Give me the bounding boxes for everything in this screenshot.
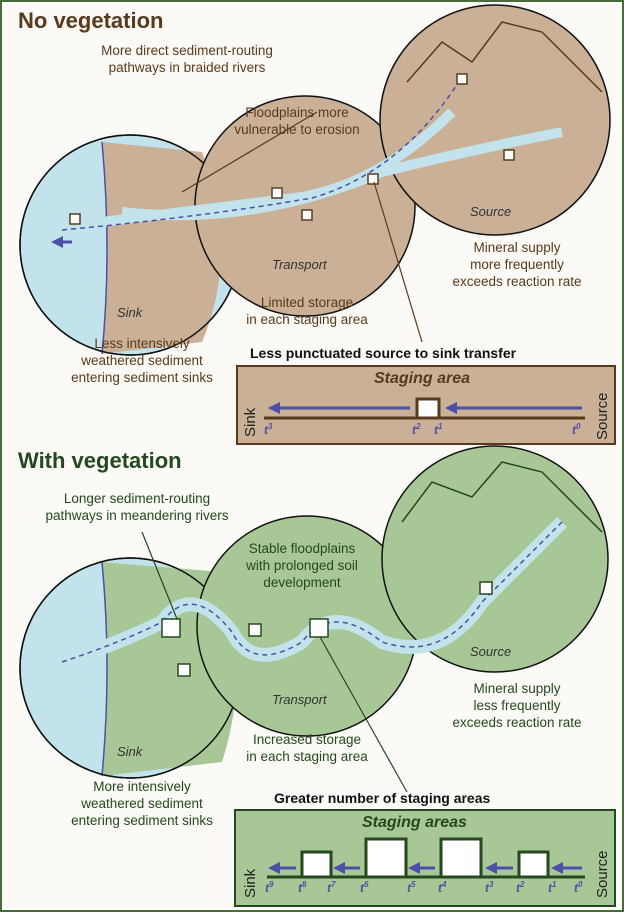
top-time-label: t0	[572, 422, 581, 437]
top-storage-label: Limited storage in each staging area	[246, 295, 368, 327]
bottom-staging-squares	[161, 581, 493, 677]
top-source-circle	[379, 4, 611, 236]
bottom-source-circle	[381, 445, 609, 673]
bottom-box-sink: Sink	[242, 868, 259, 898]
bottom-box-source: Source	[594, 850, 611, 898]
bottom-time-label: t1	[548, 880, 557, 895]
top-transport-label: Transport	[272, 257, 327, 272]
top-box-caption: Less punctuated source to sink transfer	[250, 345, 517, 361]
bottom-time-label: t9	[265, 880, 274, 895]
bottom-mineral-label: Mineral supply less frequently exceeds r…	[452, 681, 582, 730]
bottom-title: With vegetation	[18, 448, 182, 473]
bottom-time-label: t6	[360, 880, 369, 895]
bottom-sediment-label: More intensively weathered sediment ente…	[71, 779, 213, 828]
braided-label: More direct sediment-routing pathways in…	[101, 43, 273, 75]
top-staging-squares	[69, 73, 515, 225]
bottom-box-caption: Greater number of staging areas	[274, 790, 491, 806]
bottom-box-title: Staging areas	[362, 814, 467, 831]
top-sink-label: Sink	[117, 305, 143, 320]
bottom-floodplains-label: Stable floodplains with prolonged soil d…	[246, 541, 358, 590]
bottom-time-label: t3	[485, 880, 494, 895]
bottom-sink-label: Sink	[117, 744, 143, 759]
bottom-source-label: Source	[470, 644, 512, 659]
top-floodplains-label: Floodplains more vulnerable to erosion	[234, 105, 360, 137]
bottom-staging-box	[234, 809, 616, 907]
bottom-time-label: t0	[574, 880, 583, 895]
top-box-title: Staging area	[374, 370, 471, 387]
top-title: No vegetation	[18, 8, 164, 33]
meandering-label: Longer sediment-routing pathways in mean…	[45, 491, 229, 523]
bottom-time-label: t5	[407, 880, 416, 895]
top-time-label: t2	[412, 422, 421, 437]
top-time-label: t3	[264, 422, 273, 437]
top-box-sink: Sink	[242, 407, 259, 437]
bottom-time-label: t7	[327, 880, 336, 895]
bottom-transport-label: Transport	[272, 692, 327, 707]
bottom-time-label: t2	[516, 880, 525, 895]
top-time-label: t1	[434, 422, 443, 437]
bottom-time-label: t4	[438, 880, 447, 895]
bottom-time-label: t8	[298, 880, 307, 895]
top-source-label: Source	[470, 204, 512, 219]
top-box-source: Source	[594, 392, 611, 440]
bottom-storage-label: Increased storage in each staging area	[246, 732, 368, 764]
top-sediment-label: Less intensively weathered sediment ente…	[71, 336, 213, 385]
top-mineral-label: Mineral supply more frequently exceeds r…	[452, 240, 582, 289]
